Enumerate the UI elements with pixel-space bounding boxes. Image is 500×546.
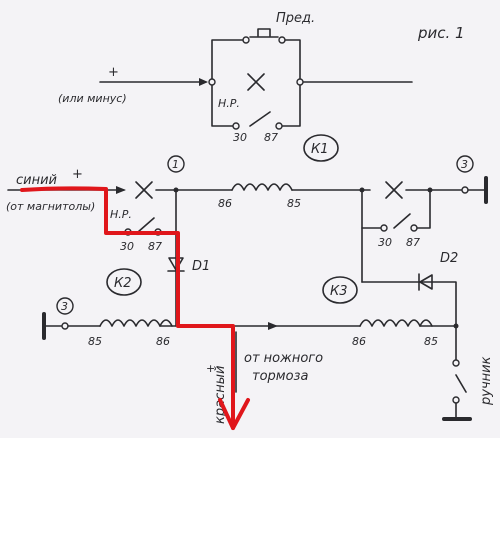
- k3-pin-30-label: 30: [378, 236, 392, 249]
- k1-frame-left: [211, 39, 244, 127]
- fuse-label: Пред.: [276, 11, 315, 26]
- node-3-circle-right: [456, 155, 474, 173]
- fuse-terminal-right: [278, 36, 286, 44]
- fuse-terminal-left: [242, 36, 250, 44]
- k3-pin-30: [380, 224, 388, 232]
- top-coil: [231, 183, 293, 191]
- top-coil-85: 85: [287, 197, 301, 210]
- k2-coil-86: 86: [156, 335, 170, 348]
- node-3-label-left: 3: [61, 300, 68, 313]
- schematic-sheet: рис. 1 Пред. + (или минус) Н.Р. 30 87 К1: [0, 0, 500, 438]
- k2-pin-87-label: 87: [148, 240, 162, 253]
- k1-pin-30: [232, 122, 240, 130]
- circuit-diagram: рис. 1 Пред. + (или минус) Н.Р. 30 87 К1: [6, 11, 494, 430]
- node-3-terminal-left: [61, 322, 69, 330]
- bottom-bus-arrow: [268, 322, 278, 330]
- red-path-line: [20, 186, 235, 430]
- k1-pin-87: [275, 122, 283, 130]
- k1-relay-label: К1: [311, 142, 329, 157]
- k2-contact-blade: [137, 217, 155, 233]
- input-wire-label: синий: [16, 173, 57, 188]
- k2-relay-label: К2: [114, 276, 132, 291]
- main-circuit: синий + (от магнитолы) 1 86 85 3 30: [6, 155, 494, 424]
- k3-pin-87-lead: [416, 189, 431, 229]
- node-3-terminal-right: [461, 186, 469, 194]
- k1-input-node: [208, 78, 216, 86]
- k3-coil-85: 85: [424, 335, 438, 348]
- junction-k3-87: [427, 187, 433, 193]
- handbrake-switch-blade: [455, 374, 467, 393]
- k1-pin-87-label: 87: [264, 131, 278, 144]
- k3-relay-circle: [322, 276, 358, 304]
- top-coil-86: 86: [218, 197, 232, 210]
- k1-contact-blade: [249, 111, 271, 127]
- k1-plus-sign: +: [108, 65, 119, 80]
- node-3-circle-left: [56, 297, 74, 315]
- k1-minus-note: (или минус): [58, 92, 127, 105]
- k2-relay-circle: [106, 268, 142, 296]
- d2-label: D2: [440, 251, 458, 266]
- brake-plus-sign: +: [206, 362, 215, 375]
- k3-pin-87: [410, 224, 418, 232]
- k1-relay-circle: [303, 134, 339, 162]
- k1-pin-30-label: 30: [233, 131, 247, 144]
- handbrake-terminal-bottom: [452, 396, 460, 404]
- brake-note-line-1: от ножного: [244, 351, 323, 366]
- input-source-note: (от магнитолы): [6, 200, 95, 213]
- k1-cross-mark: [247, 73, 265, 91]
- k3-relay-label: К3: [330, 284, 348, 299]
- k3-contact-blade: [393, 213, 411, 229]
- d1-label: D1: [192, 259, 210, 274]
- input-plus-sign: +: [72, 167, 83, 182]
- input-arrow: [116, 186, 126, 194]
- k2-cross-mark: [135, 181, 153, 199]
- handbrake-terminal-top: [452, 359, 460, 367]
- node-3-label-right: 3: [461, 158, 468, 171]
- k2-coil: [99, 319, 173, 327]
- k2-contact-label: Н.Р.: [110, 208, 132, 221]
- d2-diode-symbol: [419, 274, 433, 290]
- k1-contact-label: Н.Р.: [218, 97, 240, 110]
- brake-note-line-2: тормоза: [252, 369, 308, 384]
- d2-wire: [361, 281, 457, 325]
- handbrake-label: ручник: [479, 356, 494, 406]
- k2-pin-30-label: 30: [120, 240, 134, 253]
- highlighted-current-path: [20, 186, 250, 430]
- k1-input-arrow: [199, 78, 208, 86]
- k3-coil-86: 86: [352, 335, 366, 348]
- k1-output-node: [296, 78, 304, 86]
- node-1-label: 1: [172, 158, 179, 171]
- k3-cross-mark: [385, 181, 403, 199]
- node-1-circle: [167, 155, 185, 173]
- red-path-arrowhead: [218, 398, 250, 430]
- k3-coil: [359, 319, 433, 327]
- figure-title: рис. 1: [417, 24, 465, 42]
- k1-circuit: Пред. + (или минус) Н.Р. 30 87 К1: [58, 11, 413, 162]
- k2-coil-85: 85: [88, 335, 102, 348]
- fuse-symbol: [257, 28, 271, 37]
- k3-pin-87-label: 87: [406, 236, 420, 249]
